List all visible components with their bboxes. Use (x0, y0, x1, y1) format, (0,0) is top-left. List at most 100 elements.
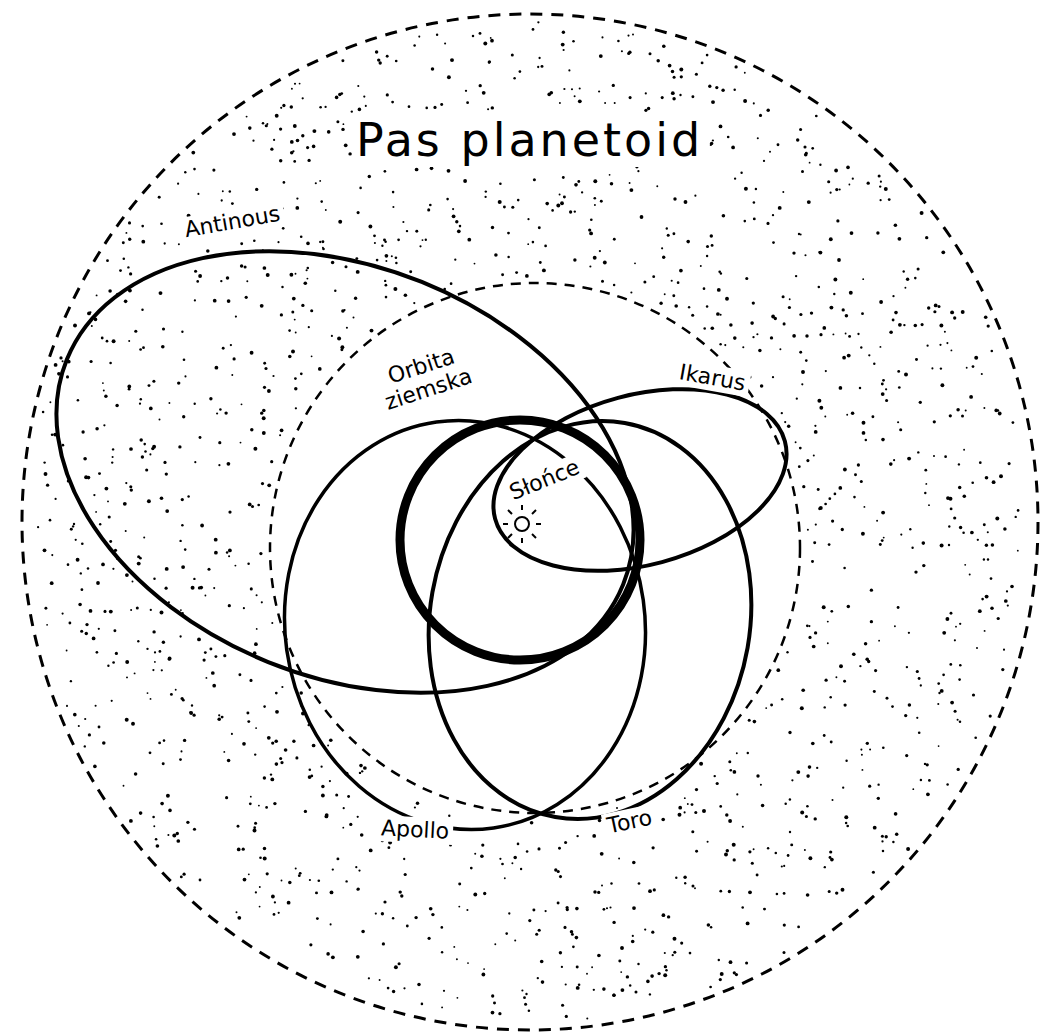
asteroid-dot (499, 183, 502, 186)
asteroid-dot (218, 441, 221, 444)
asteroid-dot (361, 770, 363, 772)
asteroid-dot (527, 218, 529, 220)
asteroid-dot (814, 425, 816, 427)
asteroid-dot (240, 264, 243, 267)
asteroid-dot (321, 785, 324, 788)
asteroid-dot (528, 1010, 531, 1013)
asteroid-dot (246, 712, 249, 715)
asteroid-dot (150, 609, 152, 611)
asteroid-dot (242, 742, 246, 746)
asteroid-dot (828, 497, 831, 500)
asteroid-dot (834, 493, 837, 496)
asteroid-dot (879, 300, 883, 304)
asteroid-dot (219, 408, 222, 411)
asteroid-dot (207, 568, 210, 571)
asteroid-dot (644, 928, 646, 930)
asteroid-dot (167, 834, 169, 836)
asteroid-dot (487, 108, 489, 110)
asteroid-dot (491, 1011, 495, 1015)
asteroid-dot (679, 269, 683, 273)
asteroid-dot (879, 185, 881, 187)
asteroid-dot (231, 733, 233, 735)
asteroid-dot (216, 412, 218, 414)
asteroid-dot (376, 259, 379, 262)
asteroid-dot (353, 317, 355, 319)
asteroid-dot (868, 785, 871, 788)
asteroid-dot (484, 196, 486, 198)
asteroid-dot (812, 645, 816, 649)
asteroid-dot (990, 577, 993, 580)
asteroid-dot (112, 456, 114, 458)
asteroid-dot (215, 366, 219, 370)
asteroid-dot (194, 299, 196, 301)
asteroid-dot (912, 788, 914, 790)
asteroid-dot (466, 909, 468, 911)
asteroid-dot (603, 261, 607, 265)
asteroid-dot (879, 346, 881, 348)
asteroid-dot (473, 893, 477, 897)
asteroid-dot (620, 946, 624, 950)
asteroid-dot (474, 263, 476, 265)
asteroid-dot (586, 973, 588, 975)
asteroid-dot (818, 251, 822, 255)
asteroid-dot (806, 459, 809, 462)
asteroid-dot (853, 496, 856, 499)
asteroid-dot (501, 273, 504, 276)
asteroid-dot (604, 102, 606, 104)
asteroid-dot (428, 937, 431, 940)
asteroid-dot (950, 612, 953, 615)
asteroid-dot (139, 403, 141, 405)
asteroid-dot (574, 183, 578, 187)
asteroid-dot (806, 805, 809, 808)
asteroid-dot (463, 179, 467, 183)
asteroid-dot (491, 106, 494, 109)
asteroid-dot (750, 321, 754, 325)
asteroid-dot (413, 302, 415, 304)
asteroid-dot (537, 847, 540, 850)
asteroid-dot (740, 172, 742, 174)
asteroid-dot (72, 525, 74, 527)
asteroid-dot (232, 357, 235, 360)
asteroid-dot (383, 900, 386, 903)
asteroid-dot (231, 374, 233, 376)
asteroid-dot (315, 182, 317, 184)
asteroid-dot (881, 438, 885, 442)
asteroid-dot (885, 399, 888, 402)
asteroid-dot (845, 314, 849, 318)
asteroid-dot (499, 858, 501, 860)
asteroid-dot (273, 802, 276, 805)
asteroid-dot (827, 642, 829, 644)
asteroid-dot (848, 335, 851, 338)
asteroid-dot (152, 445, 156, 449)
asteroid-dot (154, 651, 156, 653)
asteroid-dot (630, 291, 632, 293)
asteroid-dot (482, 91, 486, 95)
asteroid-dot (290, 140, 294, 144)
asteroid-dot (417, 983, 421, 987)
asteroid-dot (250, 587, 253, 590)
asteroid-dot (563, 195, 566, 198)
asteroid-dot (898, 237, 902, 241)
asteroid-dot (164, 242, 166, 244)
asteroid-dot (917, 267, 920, 270)
asteroid-dot (246, 116, 248, 118)
asteroid-dot (576, 965, 579, 968)
asteroid-dot (481, 843, 484, 846)
asteroid-dot (228, 548, 232, 552)
asteroid-dot (429, 907, 433, 911)
asteroid-dot (193, 168, 196, 171)
asteroid-dot (784, 803, 787, 806)
asteroid-dot (828, 890, 831, 893)
asteroid-dot (327, 130, 331, 134)
asteroid-dot (377, 58, 380, 61)
asteroid-dot (130, 488, 133, 491)
asteroid-dot (801, 170, 804, 173)
asteroid-dot (958, 678, 961, 681)
asteroid-dot (337, 336, 341, 340)
asteroid-dot (431, 67, 435, 71)
asteroid-dot (427, 208, 430, 211)
asteroid-dot (777, 143, 780, 146)
asteroid-dot (691, 314, 694, 317)
asteroid-dot (933, 420, 936, 423)
asteroid-dot (846, 414, 848, 416)
